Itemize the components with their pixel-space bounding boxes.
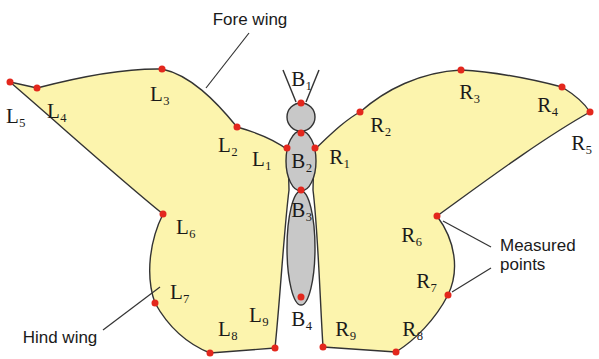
measured-point (393, 349, 400, 356)
point-label: R₃ (459, 81, 480, 104)
measured-point (298, 100, 305, 107)
measured-point (298, 130, 305, 137)
measured-point (587, 109, 594, 116)
abdomen (287, 191, 315, 305)
part-label: Measured points (500, 237, 580, 274)
measured-point (159, 66, 166, 73)
measured-point (559, 84, 566, 91)
point-label: L₂ (218, 134, 238, 157)
point-label: L₁ (252, 148, 272, 171)
point-label: R₉ (335, 318, 356, 341)
point-label: R₂ (370, 114, 391, 137)
head (287, 103, 315, 131)
measured-point (298, 187, 305, 194)
point-label: L₉ (249, 304, 269, 327)
point-label: R₆ (401, 224, 422, 247)
point-label: R₈ (402, 318, 423, 341)
point-label: R₇ (416, 270, 437, 293)
measured-point (320, 344, 327, 351)
point-label: R₅ (571, 132, 592, 155)
measured-point (272, 345, 279, 352)
part-label: Fore wing (213, 11, 288, 30)
point-label: R₄ (537, 94, 558, 117)
leader-line (443, 221, 491, 247)
point-label: L₆ (176, 216, 196, 239)
measured-point (445, 292, 452, 299)
point-label: B₂ (291, 150, 312, 173)
point-label: R₁ (329, 146, 350, 169)
part-label: Hind wing (23, 329, 98, 348)
measured-point (207, 350, 214, 357)
measured-point (298, 294, 305, 301)
point-label: B₄ (291, 308, 312, 331)
point-label: L₇ (170, 281, 190, 304)
measured-point (357, 109, 364, 116)
measured-point (284, 145, 291, 152)
point-label: L₅ (6, 105, 26, 128)
leader-line (452, 268, 491, 292)
thorax (286, 131, 316, 191)
measured-point (434, 213, 441, 220)
leader-line (103, 287, 160, 330)
point-label: B₁ (291, 68, 312, 91)
left-wing (10, 69, 289, 353)
point-label: B₃ (291, 199, 312, 222)
point-label: L₈ (218, 318, 238, 341)
measured-point (234, 124, 241, 131)
point-label: L₃ (150, 83, 170, 106)
measured-point (34, 85, 41, 92)
measured-point (7, 79, 14, 86)
measured-point (160, 211, 167, 218)
right-wing (313, 70, 590, 352)
measured-point (458, 67, 465, 74)
leader-line (206, 33, 249, 88)
point-label: L₄ (47, 100, 67, 123)
measured-point (152, 300, 159, 307)
